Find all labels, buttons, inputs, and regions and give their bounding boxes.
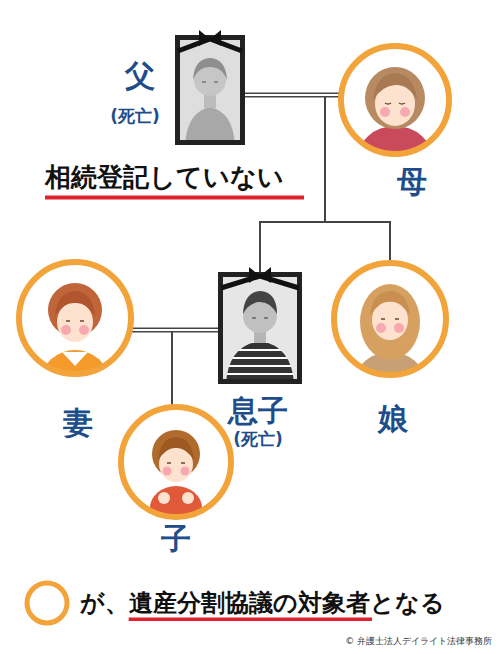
- drawing-part: [57, 302, 93, 342]
- child-figure: [122, 408, 230, 530]
- deceased-portrait: 息子(死亡): [218, 272, 302, 384]
- drawing-part: [175, 35, 245, 145]
- drawing-part: [252, 317, 268, 319]
- person-label: 父: [125, 59, 155, 92]
- legend-text: が、遺産分割協議の対象者となる: [80, 590, 445, 616]
- person-label: 息子: [228, 394, 288, 427]
- circle-outline: [341, 46, 449, 154]
- drawing-part: [158, 437, 194, 460]
- person-label: 母: [397, 165, 427, 198]
- circle-outline: [19, 262, 131, 374]
- connector-line: [245, 94, 340, 96]
- mourning-ribbon: [178, 39, 242, 51]
- note-label: 相続登記していない: [45, 163, 284, 192]
- marriage-line: [131, 330, 218, 331]
- circle-outline: [340, 45, 450, 155]
- heir-circle: 母: [340, 45, 450, 155]
- drawing-part: [181, 467, 190, 476]
- drawing-part: [370, 291, 410, 316]
- mourning-bow: [199, 30, 221, 46]
- mother-figure: [342, 47, 448, 194]
- drawing-part: [381, 318, 399, 320]
- person-label: 娘: [378, 402, 408, 435]
- circle-outline: [120, 406, 232, 518]
- mourning-bow: [249, 267, 271, 283]
- heir-circle: 妻: [18, 261, 132, 375]
- father-portrait: [175, 35, 245, 145]
- connector-line: [245, 93, 340, 98]
- son-portrait: [218, 272, 302, 384]
- drawing-part: [385, 103, 405, 104]
- person-label: 子: [161, 522, 191, 555]
- marriage-line: [245, 95, 340, 96]
- drawing-part: [360, 284, 420, 360]
- circle-outline: [333, 262, 447, 376]
- circle-outline: [18, 261, 132, 375]
- drawing-part: [373, 73, 417, 100]
- drawing-part: [226, 341, 294, 384]
- drawing-part: [182, 492, 194, 504]
- drawing-part: [218, 272, 302, 384]
- status-label: (死亡): [233, 430, 283, 449]
- drawing-part: [193, 58, 227, 80]
- legend-swatch: [22, 578, 72, 628]
- heir-circle: 娘: [333, 262, 447, 376]
- photo-frame: [218, 272, 302, 384]
- circle-outline: [334, 263, 446, 375]
- drawing-part: [380, 107, 390, 117]
- drawing-part: [335, 264, 445, 374]
- connector-line: [131, 329, 218, 331]
- connector-line: [172, 330, 218, 406]
- connector-line: [325, 95, 390, 262]
- deceased-portrait: 父(死亡): [175, 35, 245, 145]
- drawing-part: [394, 323, 404, 333]
- drawing-part: [79, 325, 89, 335]
- status-label: (死亡): [110, 107, 160, 126]
- person-label: 妻: [63, 406, 93, 439]
- circle-outline: [121, 407, 231, 517]
- drawing-part: [62, 352, 88, 366]
- drawing-part: [66, 320, 84, 322]
- red-underline: [129, 617, 372, 621]
- drawing-part: [163, 467, 172, 476]
- descent-line: [131, 330, 172, 406]
- legend-swatch: [27, 583, 67, 623]
- drawing-part: [185, 107, 235, 145]
- drawing-part: [61, 325, 71, 335]
- drawing-part: [20, 263, 130, 373]
- legend-row: が、遺産分割協議の対象者となる: [22, 578, 445, 628]
- drawing-part: [167, 462, 185, 464]
- drawing-part: [243, 291, 277, 314]
- heir-circle: 子: [120, 406, 232, 518]
- connector-line: [131, 328, 218, 333]
- wife-figure: [20, 263, 130, 414]
- photo-frame: [221, 275, 300, 382]
- drawing-part: [376, 323, 386, 333]
- daughter-figure: [335, 264, 445, 412]
- drawing-part: [202, 81, 218, 83]
- red-underline: [45, 196, 304, 200]
- copyright: © 弁護士法人デイライト法律事務所: [345, 637, 492, 647]
- descent-line: [325, 95, 390, 262]
- descent-line: [172, 330, 218, 406]
- connector-line: [131, 330, 172, 406]
- drawing-part: [41, 350, 109, 414]
- drawing-part: [158, 492, 170, 504]
- drawing-part: [400, 107, 410, 117]
- mourning-ribbon: [221, 276, 299, 288]
- drawing-part: [365, 67, 425, 129]
- drawing-part: [55, 291, 95, 316]
- photo-frame: [178, 38, 243, 143]
- photo-frame: [175, 35, 245, 145]
